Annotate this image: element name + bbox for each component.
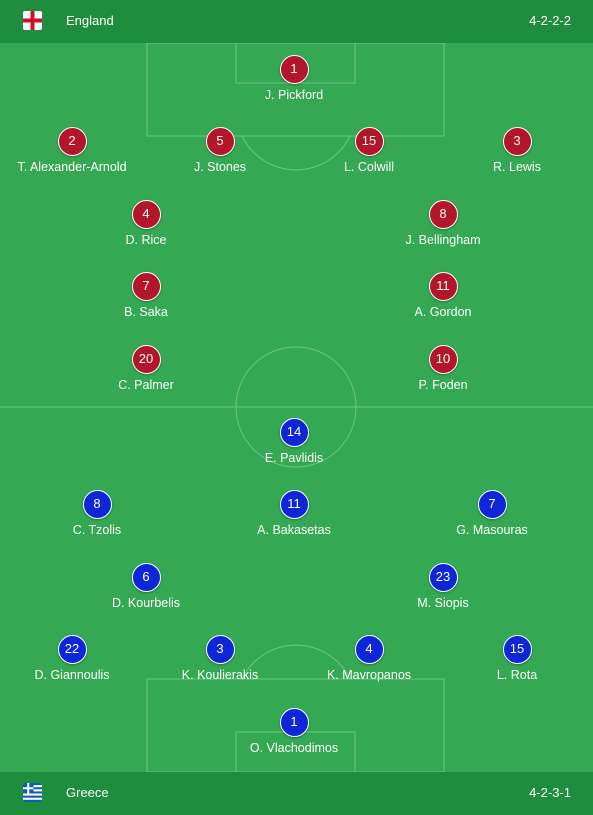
player-number-badge: 7 (477, 490, 507, 519)
player-name: D. Kourbelis (111, 596, 181, 610)
player-away-rcb[interactable]: 4 K. Mavropanos (294, 635, 444, 682)
player-number-badge: 5 (205, 127, 235, 156)
away-team-header[interactable]: Greece 4-2-3-1 (0, 772, 593, 815)
home-team-name: England (66, 13, 114, 28)
player-away-lcb[interactable]: 3 K. Koulierakis (145, 635, 295, 682)
center-circle (235, 346, 357, 468)
player-away-cam[interactable]: 11 A. Bakasetas (219, 490, 369, 537)
player-name: A. Bakasetas (257, 523, 331, 537)
top-penalty-arc (241, 135, 351, 171)
player-number-badge: 15 (354, 127, 384, 156)
player-number-badge: 8 (428, 200, 458, 229)
player-number-badge: 1 (279, 55, 309, 84)
player-away-rdm[interactable]: 23 M. Siopis (368, 563, 518, 610)
pitch: 1 J. Pickford 2 T. Alexander-Arnold 5 J.… (0, 43, 593, 772)
player-away-ldm[interactable]: 6 D. Kourbelis (71, 563, 221, 610)
player-name: G. Masouras (456, 523, 528, 537)
player-name: J. Stones (193, 160, 247, 174)
player-number-badge: 4 (354, 635, 384, 664)
player-number-badge: 1 (279, 708, 309, 737)
player-number-badge: 23 (428, 563, 458, 592)
player-number-badge: 15 (502, 635, 532, 664)
player-name: A. Gordon (414, 305, 472, 319)
player-away-rb[interactable]: 15 L. Rota (442, 635, 592, 682)
player-number-badge: 22 (57, 635, 87, 664)
player-home-lf[interactable]: 10 P. Foden (368, 345, 518, 392)
player-name: R. Lewis (493, 160, 541, 174)
player-number-badge: 3 (205, 635, 235, 664)
greece-flag-icon (23, 783, 42, 802)
player-number-badge: 20 (131, 345, 161, 374)
home-team-header[interactable]: England 4-2-2-2 (0, 0, 593, 43)
player-away-gk[interactable]: 1 O. Vlachodimos (219, 708, 369, 755)
player-home-rb[interactable]: 2 T. Alexander-Arnold (0, 127, 147, 174)
player-away-lb[interactable]: 22 D. Giannoulis (0, 635, 147, 682)
player-number-badge: 6 (131, 563, 161, 592)
england-flag-icon (23, 11, 42, 30)
player-name: D. Rice (125, 233, 167, 247)
player-name: M. Siopis (417, 596, 469, 610)
player-name: C. Tzolis (72, 523, 122, 537)
player-home-rdm[interactable]: 4 D. Rice (71, 200, 221, 247)
player-home-rf[interactable]: 20 C. Palmer (71, 345, 221, 392)
player-away-lam[interactable]: 8 C. Tzolis (22, 490, 172, 537)
player-name: C. Palmer (118, 378, 174, 392)
player-name: D. Giannoulis (34, 668, 110, 682)
player-name: L. Rota (496, 668, 538, 682)
player-home-lm[interactable]: 11 A. Gordon (368, 272, 518, 319)
away-formation: 4-2-3-1 (529, 785, 571, 800)
player-home-rcb[interactable]: 5 J. Stones (145, 127, 295, 174)
away-team-name: Greece (66, 785, 109, 800)
player-number-badge: 3 (502, 127, 532, 156)
pitch-markings (0, 43, 593, 772)
player-name: B. Saka (124, 305, 168, 319)
top-penalty-box (146, 43, 445, 137)
player-number-badge: 7 (131, 272, 161, 301)
player-home-lb[interactable]: 3 R. Lewis (442, 127, 592, 174)
player-number-badge: 2 (57, 127, 87, 156)
player-name: T. Alexander-Arnold (17, 160, 127, 174)
player-number-badge: 8 (82, 490, 112, 519)
player-number-badge: 10 (428, 345, 458, 374)
player-name: K. Mavropanos (326, 668, 412, 682)
player-name: E. Pavlidis (264, 451, 324, 465)
player-name: J. Pickford (264, 88, 324, 102)
player-name: O. Vlachodimos (249, 741, 339, 755)
bottom-penalty-arc (241, 644, 351, 680)
player-name: P. Foden (418, 378, 468, 392)
player-name: L. Colwill (343, 160, 394, 174)
bottom-penalty-box (146, 678, 445, 772)
player-home-rm[interactable]: 7 B. Saka (71, 272, 221, 319)
player-number-badge: 4 (131, 200, 161, 229)
player-home-gk[interactable]: 1 J. Pickford (219, 55, 369, 102)
player-away-st[interactable]: 14 E. Pavlidis (219, 418, 369, 465)
player-name: J. Bellingham (405, 233, 481, 247)
player-home-lcb[interactable]: 15 L. Colwill (294, 127, 444, 174)
player-away-ram[interactable]: 7 G. Masouras (417, 490, 567, 537)
home-formation: 4-2-2-2 (529, 13, 571, 28)
player-number-badge: 11 (428, 272, 458, 301)
player-home-ldm[interactable]: 8 J. Bellingham (368, 200, 518, 247)
player-number-badge: 11 (279, 490, 309, 519)
player-number-badge: 14 (279, 418, 309, 447)
player-name: K. Koulierakis (181, 668, 259, 682)
